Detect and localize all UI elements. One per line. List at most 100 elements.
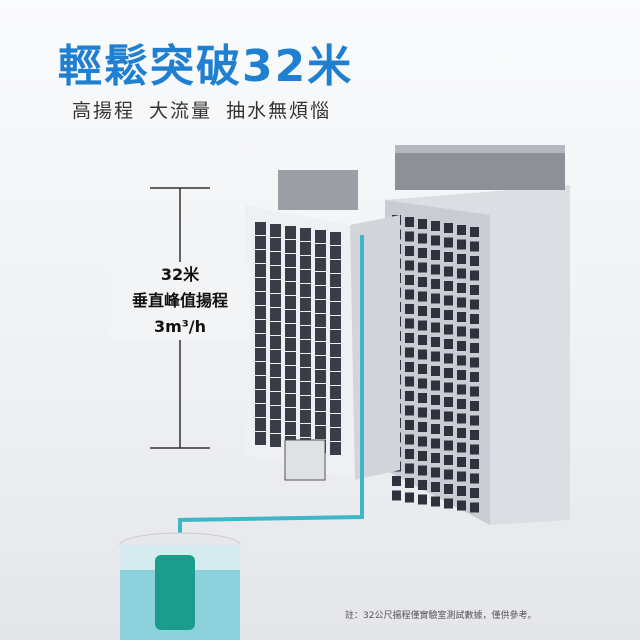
window: [457, 326, 466, 337]
window: [470, 299, 479, 310]
window: [405, 492, 414, 503]
window: [392, 476, 401, 486]
window: [431, 279, 440, 289]
spec-height: 32米: [160, 265, 200, 284]
subtitle: 高揚程 大流量 抽水無煩惱: [72, 100, 332, 122]
window: [444, 223, 453, 233]
window: [300, 312, 311, 325]
window: [431, 235, 440, 246]
window: [330, 344, 341, 357]
window: [457, 225, 466, 235]
window: [457, 268, 466, 279]
window: [431, 438, 440, 449]
pump-icon: [155, 555, 195, 630]
window: [418, 465, 427, 476]
window: [444, 397, 453, 407]
window: [255, 390, 266, 403]
window: [330, 246, 341, 259]
window: [470, 343, 479, 353]
window: [457, 442, 466, 453]
left-building: [245, 170, 400, 481]
window: [444, 266, 453, 277]
window: [444, 281, 453, 291]
window: [315, 384, 326, 397]
window: [418, 378, 427, 389]
window: [470, 372, 479, 382]
window: [470, 270, 479, 281]
window: [405, 391, 414, 401]
window: [405, 463, 414, 474]
window: [405, 362, 414, 372]
window: [270, 266, 281, 279]
window: [457, 457, 466, 467]
window: [270, 308, 281, 321]
window: [392, 490, 401, 501]
window: [431, 250, 440, 260]
window: [300, 326, 311, 339]
window: [470, 357, 479, 368]
window: [270, 406, 281, 419]
window: [285, 240, 296, 253]
window: [457, 399, 466, 409]
window: [405, 420, 414, 430]
window: [300, 228, 311, 241]
window: [255, 334, 266, 347]
window: [470, 473, 479, 484]
window: [457, 254, 466, 264]
window: [330, 358, 341, 371]
window: [330, 414, 341, 427]
window: [457, 370, 466, 380]
window: [300, 284, 311, 297]
window: [444, 411, 453, 422]
window: [405, 275, 414, 285]
window: [457, 297, 466, 308]
window: [457, 312, 466, 322]
window: [285, 226, 296, 239]
window: [285, 296, 296, 309]
window: [470, 328, 479, 339]
window: [300, 340, 311, 353]
window: [300, 424, 311, 437]
window: [444, 498, 453, 509]
window: [330, 302, 341, 315]
window: [431, 453, 440, 463]
window: [255, 404, 266, 417]
window: [418, 291, 427, 302]
window: [431, 496, 440, 507]
window: [470, 314, 479, 324]
window: [255, 250, 266, 263]
spec-label: 垂直峰值揚程: [131, 291, 228, 310]
window: [457, 384, 466, 395]
window: [270, 238, 281, 251]
window: [444, 252, 453, 262]
window: [405, 405, 414, 416]
window: [470, 386, 479, 397]
window: [285, 268, 296, 281]
window: [330, 400, 341, 413]
window: [418, 320, 427, 331]
window: [444, 426, 453, 436]
window: [431, 395, 440, 405]
window: [418, 277, 427, 287]
window: [470, 227, 479, 237]
window: [285, 324, 296, 337]
window: [315, 272, 326, 285]
spec-flow: 3m³/h: [153, 317, 207, 336]
window: [270, 378, 281, 391]
window: [457, 428, 466, 438]
window: [300, 298, 311, 311]
window: [405, 478, 414, 488]
window: [444, 310, 453, 320]
window: [470, 502, 479, 513]
window: [444, 440, 453, 451]
window: [418, 451, 427, 461]
window: [470, 256, 479, 266]
window: [285, 282, 296, 295]
window: [285, 366, 296, 379]
window: [405, 289, 414, 300]
window: [315, 342, 326, 355]
window: [457, 486, 466, 496]
window: [330, 428, 341, 441]
window: [270, 294, 281, 307]
